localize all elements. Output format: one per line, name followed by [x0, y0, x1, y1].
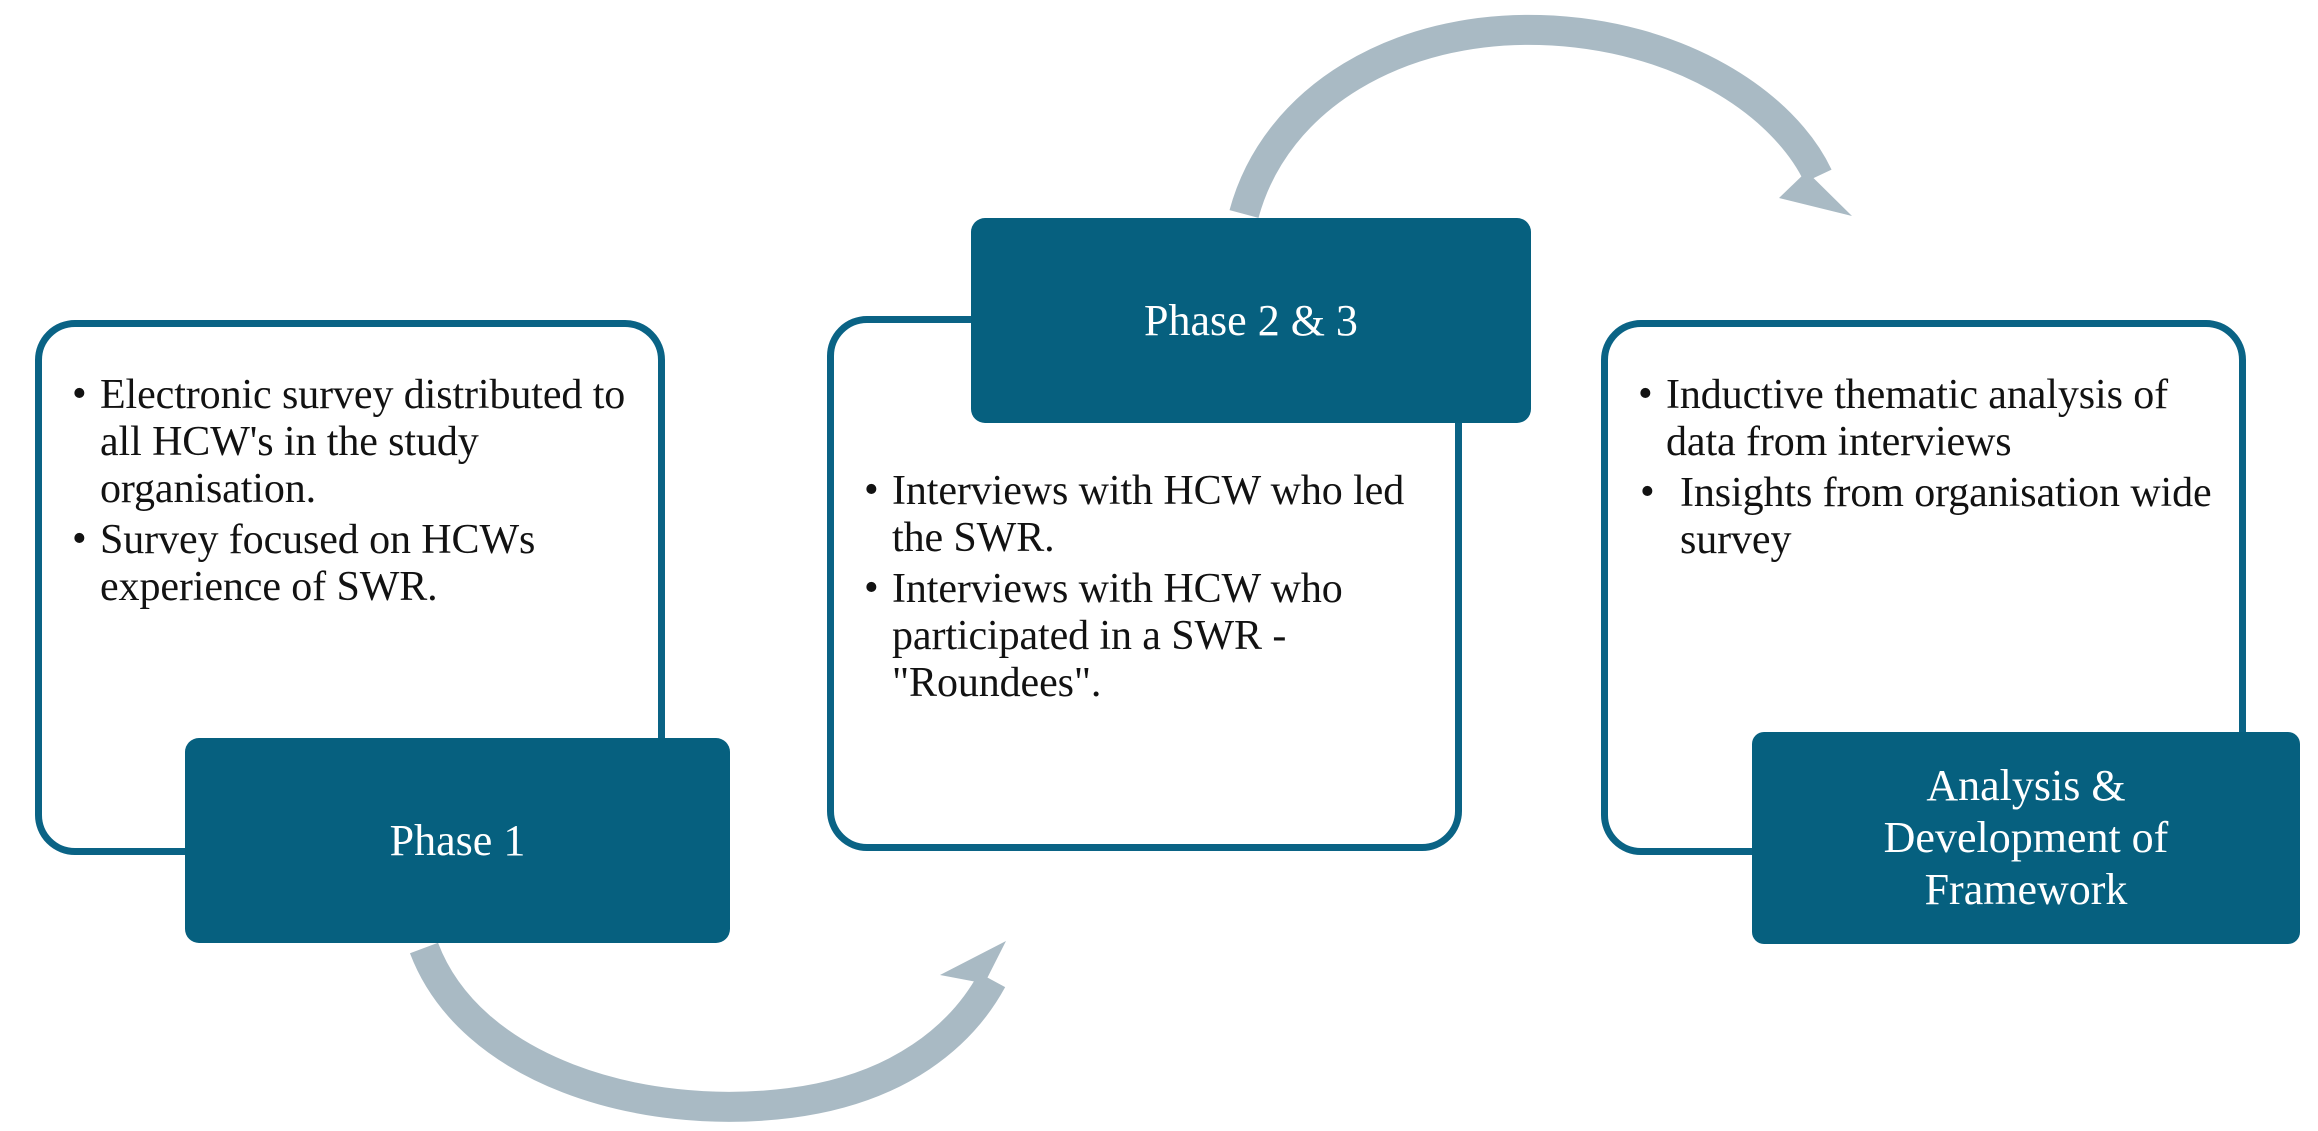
list-item-text: Interviews with HCW who participated in … [892, 566, 1343, 707]
list-item-text: Electronic survey distributed to all HCW… [100, 372, 626, 513]
phase-label-line: Phase 2 & 3 [1144, 295, 1358, 345]
list-item: • Survey focused on HCWs experience of S… [66, 516, 644, 611]
card-phase-1: • Electronic survey distributed to all H… [35, 320, 665, 855]
bullet-dot-icon: • [72, 516, 87, 563]
list-item-text: Insights from organisation wide survey [1680, 470, 2212, 564]
phase-label-line: Development of [1883, 813, 2169, 863]
bullet-dot-icon: • [72, 371, 87, 417]
bullet-dot-icon: • [864, 565, 879, 612]
phase-label-phase-1[interactable]: Phase 1 [185, 738, 730, 943]
phase-label-line: Framework [1924, 864, 2128, 914]
list-item-text: Survey focused on HCWs experience of SWR… [100, 517, 536, 611]
phase-label-analysis[interactable]: Analysis & Development of Framework [1752, 732, 2300, 944]
list-item-text: Inductive thematic analysis of data from… [1666, 372, 2169, 466]
phase-label-line: Phase 1 [389, 815, 526, 865]
bullet-list-phase-2-3: • Interviews with HCW who led the SWR. •… [858, 467, 1441, 707]
arrow-phase2-to-analysis-icon [1229, 14, 1852, 219]
list-item: • Insights from organisation wide survey [1632, 469, 2231, 564]
phase-label-line: Analysis & [1926, 761, 2126, 811]
bullet-list-analysis: • Inductive thematic analysis of data fr… [1632, 371, 2231, 564]
list-item: • Interviews with HCW who led the SWR. [858, 467, 1441, 562]
bullet-list-phase-1: • Electronic survey distributed to all H… [66, 371, 644, 611]
bullet-dot-icon: • [1638, 371, 1653, 417]
list-item: • Interviews with HCW who participated i… [858, 565, 1441, 707]
arrow-phase1-to-phase2-icon [409, 941, 1006, 1122]
phase-label-phase-2-3[interactable]: Phase 2 & 3 [971, 218, 1531, 423]
list-item-text: Interviews with HCW who led the SWR. [892, 468, 1405, 562]
list-item: • Inductive thematic analysis of data fr… [1632, 371, 2231, 466]
list-item: • Electronic survey distributed to all H… [66, 371, 644, 513]
bullet-dot-icon: • [864, 467, 879, 513]
bullet-dot-icon: • [1640, 469, 1655, 516]
